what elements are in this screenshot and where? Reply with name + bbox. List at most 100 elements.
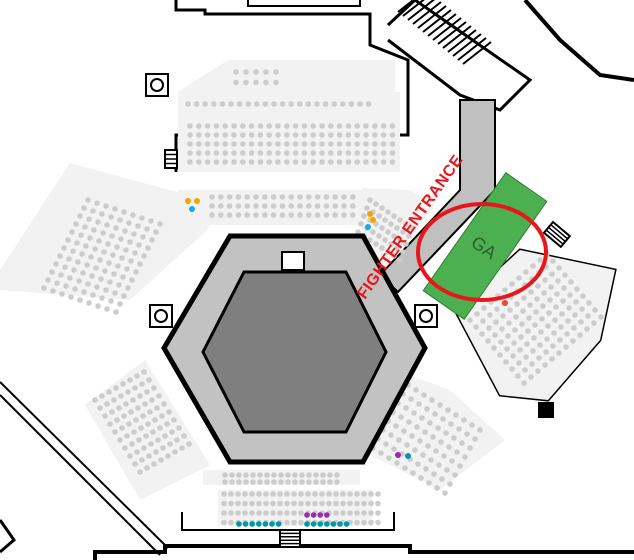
seat[interactable]	[525, 328, 531, 334]
seat[interactable]	[370, 229, 376, 235]
seat[interactable]	[472, 436, 478, 442]
seat[interactable]	[165, 453, 171, 459]
seat[interactable]	[136, 437, 142, 443]
seat[interactable]	[298, 491, 304, 497]
seat[interactable]	[117, 437, 123, 443]
seat[interactable]	[354, 519, 360, 526]
seat[interactable]	[123, 401, 129, 407]
seat[interactable]	[363, 141, 369, 147]
seat[interactable]	[169, 429, 175, 435]
seat[interactable]	[528, 374, 534, 380]
seat[interactable]	[333, 491, 339, 497]
seat[interactable]	[263, 510, 269, 516]
seat[interactable]	[279, 212, 286, 218]
seat[interactable]	[107, 421, 113, 427]
seat[interactable]	[533, 309, 539, 315]
seat[interactable]	[242, 500, 248, 507]
seat[interactable]	[266, 132, 273, 138]
seat[interactable]	[250, 479, 256, 485]
seat[interactable]	[185, 101, 191, 107]
seat[interactable]	[406, 233, 412, 239]
seat[interactable]	[354, 123, 361, 129]
seat[interactable]	[218, 194, 224, 200]
seat[interactable]	[367, 197, 373, 203]
seat[interactable]	[432, 411, 438, 417]
seat[interactable]	[103, 203, 109, 209]
seat[interactable]	[279, 194, 286, 200]
seat[interactable]	[109, 409, 115, 415]
seat[interactable]	[326, 500, 332, 507]
seat[interactable]	[81, 205, 87, 211]
seat[interactable]	[372, 132, 378, 138]
seat[interactable]	[221, 519, 227, 526]
seat[interactable]	[357, 101, 363, 107]
seat[interactable]	[526, 315, 532, 321]
seat[interactable]	[162, 433, 168, 439]
seat[interactable]	[373, 241, 379, 247]
seat[interactable]	[136, 242, 142, 248]
seat[interactable]	[236, 479, 242, 485]
seat[interactable]	[228, 500, 234, 507]
seat[interactable]	[574, 286, 580, 292]
seat[interactable]	[327, 472, 333, 478]
seat[interactable]	[348, 101, 355, 107]
seat[interactable]	[149, 237, 155, 243]
seat[interactable]	[328, 159, 334, 165]
seat[interactable]	[389, 150, 396, 156]
seat[interactable]	[403, 221, 409, 227]
seat[interactable]	[159, 413, 165, 419]
seat[interactable]	[336, 132, 343, 138]
seat[interactable]	[271, 472, 277, 478]
seat[interactable]	[448, 421, 454, 427]
seat[interactable]	[121, 209, 127, 215]
seat[interactable]	[233, 69, 239, 75]
seat[interactable]	[383, 441, 389, 447]
seat[interactable]	[235, 491, 241, 497]
seat[interactable]	[394, 225, 400, 231]
seat[interactable]	[193, 101, 200, 107]
seat[interactable]	[332, 203, 339, 209]
seat[interactable]	[523, 354, 529, 360]
seat[interactable]	[502, 300, 508, 306]
seat[interactable]	[456, 426, 462, 432]
seat[interactable]	[253, 203, 259, 209]
seat[interactable]	[229, 479, 235, 485]
seat[interactable]	[196, 150, 202, 156]
seat[interactable]	[313, 472, 319, 478]
seat[interactable]	[397, 217, 403, 223]
seat[interactable]	[187, 132, 193, 138]
seat[interactable]	[365, 224, 371, 230]
seat[interactable]	[509, 281, 515, 287]
seat[interactable]	[345, 132, 352, 138]
seat[interactable]	[405, 453, 411, 459]
seat[interactable]	[218, 203, 224, 209]
seat[interactable]	[332, 212, 339, 218]
seat[interactable]	[124, 433, 130, 439]
seat[interactable]	[147, 409, 153, 415]
seat[interactable]	[345, 150, 352, 156]
seat[interactable]	[518, 334, 524, 340]
seat[interactable]	[529, 361, 535, 367]
seat[interactable]	[408, 396, 414, 402]
seat[interactable]	[202, 101, 208, 107]
seat[interactable]	[243, 479, 249, 485]
seat[interactable]	[314, 101, 320, 107]
seat[interactable]	[373, 221, 379, 227]
seat[interactable]	[422, 429, 428, 435]
seat[interactable]	[269, 521, 275, 527]
seat[interactable]	[355, 229, 361, 235]
seat[interactable]	[561, 285, 567, 291]
seat[interactable]	[128, 258, 134, 264]
seat[interactable]	[380, 123, 387, 129]
seat[interactable]	[157, 221, 163, 227]
seat[interactable]	[271, 479, 277, 485]
seat[interactable]	[133, 269, 139, 275]
seat[interactable]	[83, 243, 89, 249]
seat[interactable]	[213, 123, 220, 129]
seat[interactable]	[291, 491, 297, 497]
seat[interactable]	[372, 159, 378, 165]
seat[interactable]	[79, 251, 85, 257]
seat[interactable]	[492, 332, 498, 338]
seat[interactable]	[345, 123, 352, 129]
seat[interactable]	[151, 461, 157, 467]
